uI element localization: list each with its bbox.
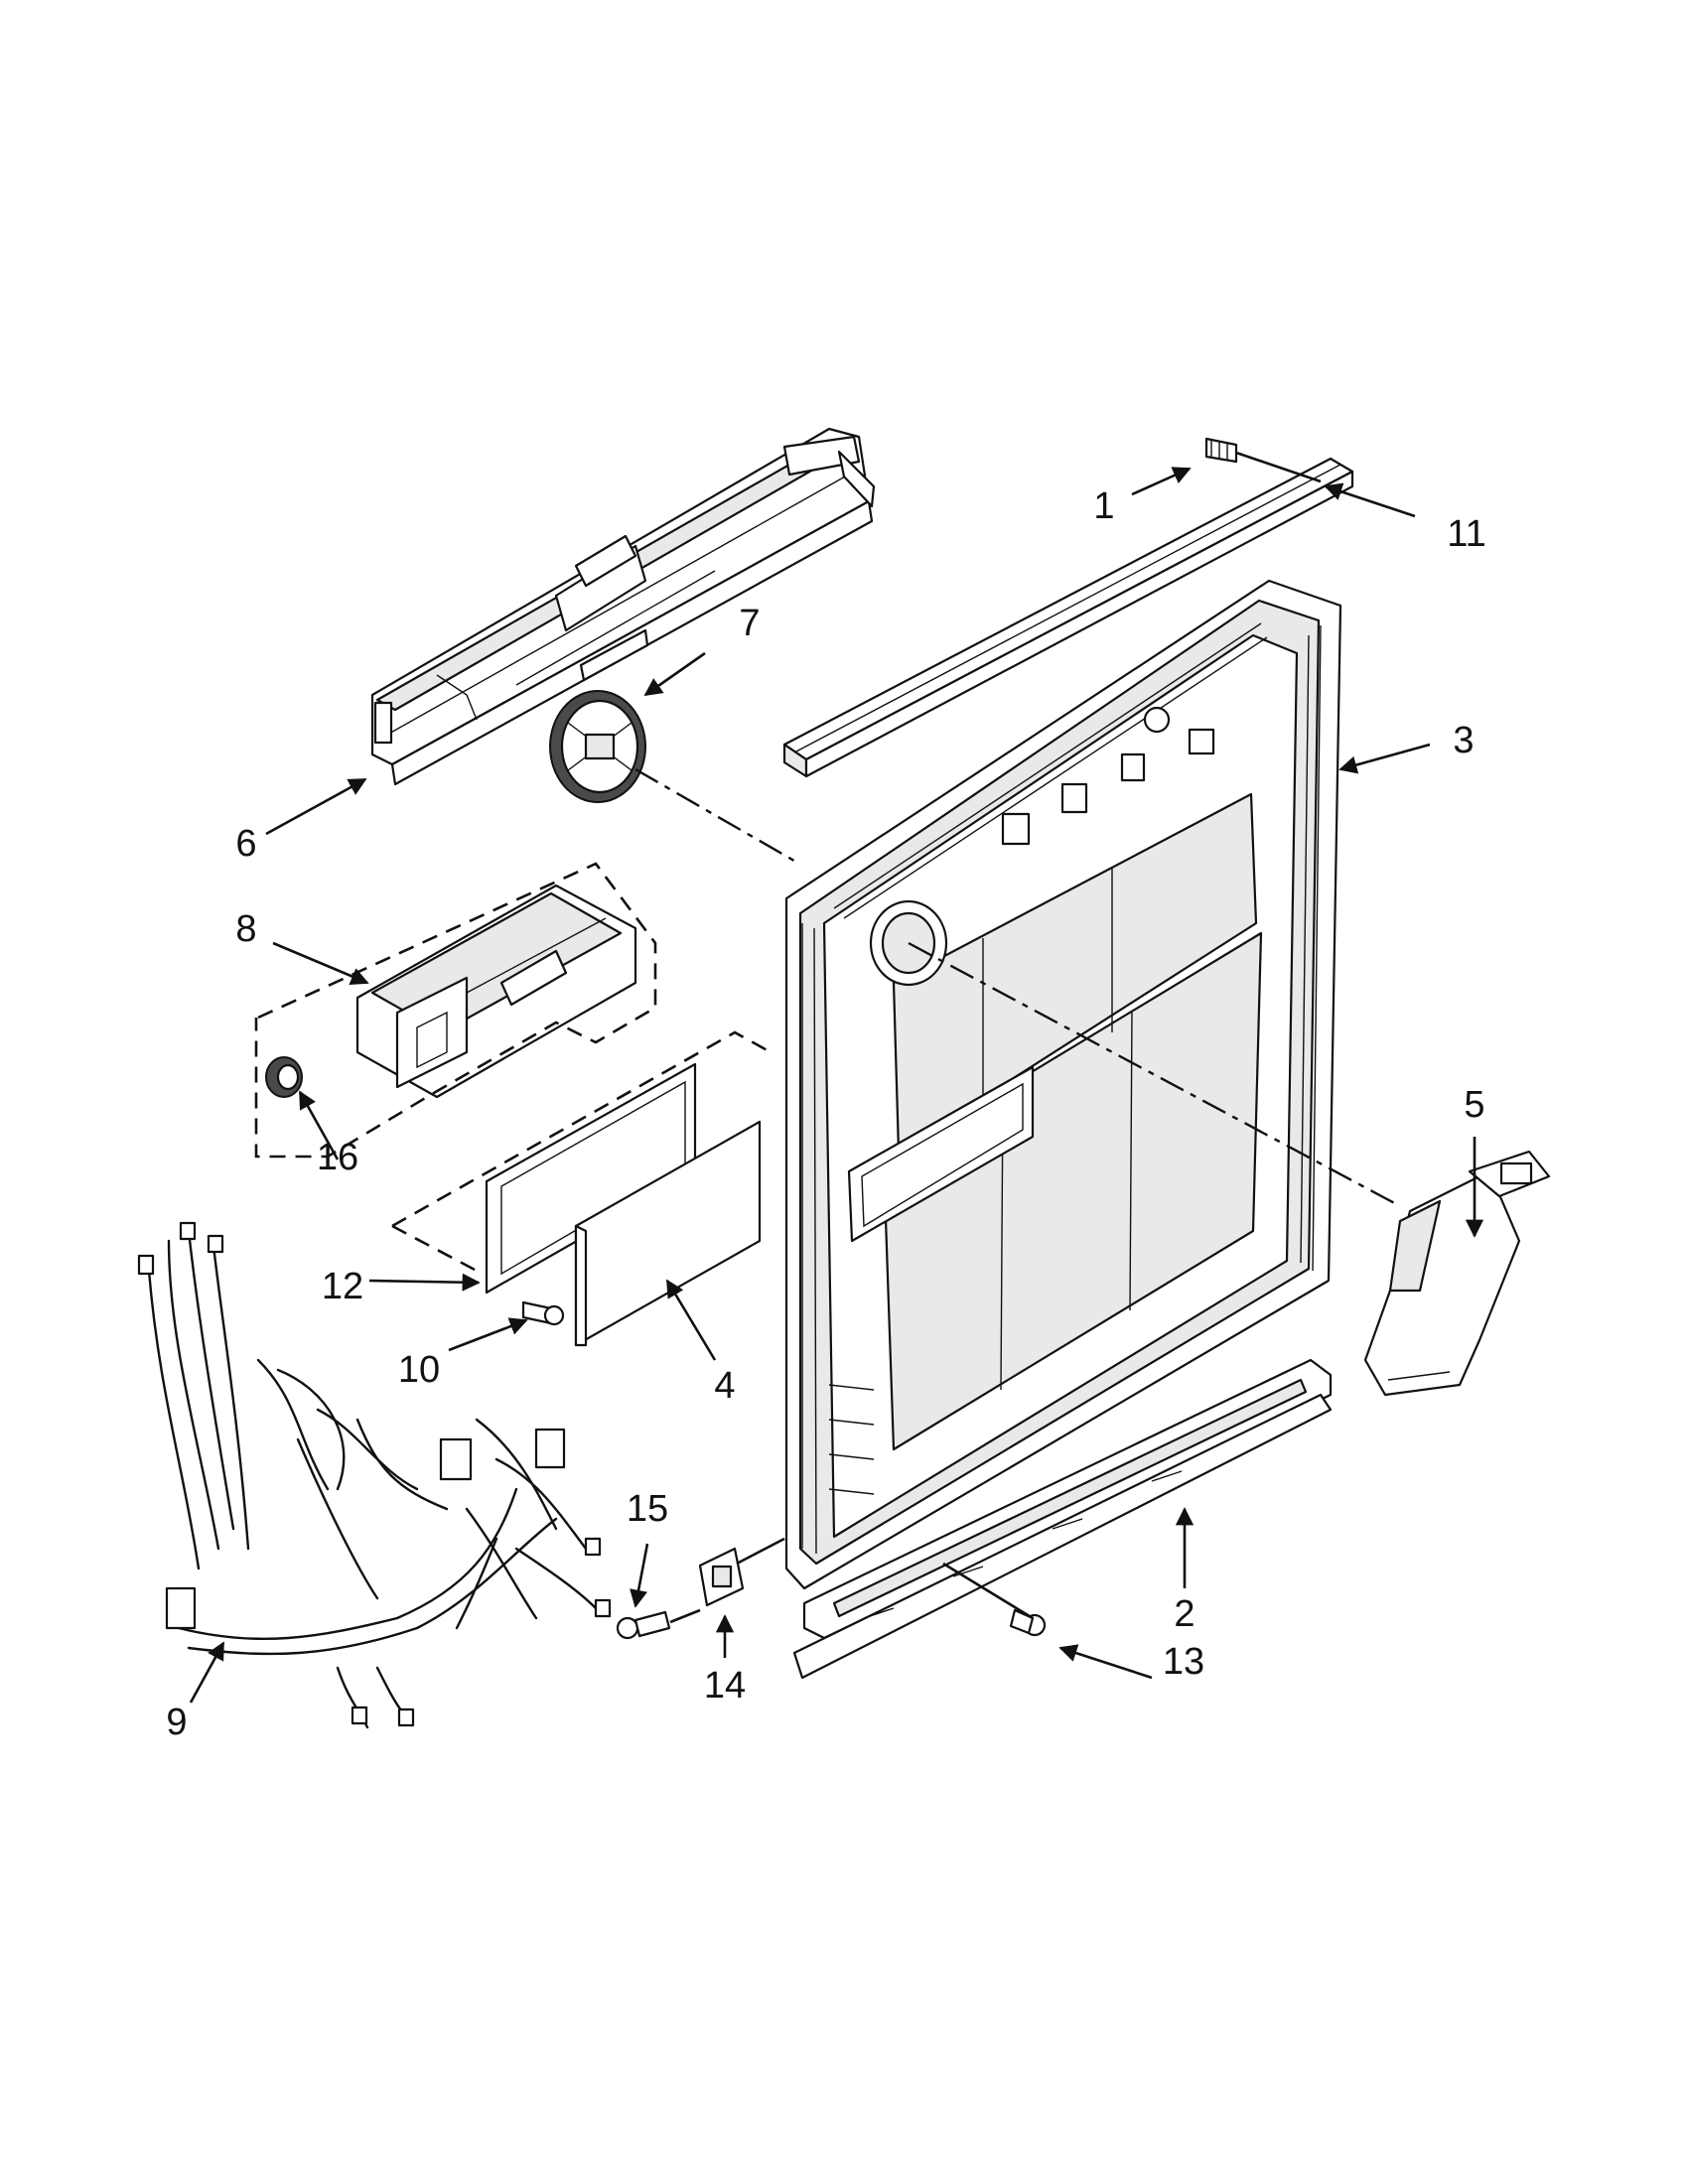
part-11-gasket-strip	[782, 457, 1354, 778]
callout-2: 2	[1174, 1593, 1195, 1635]
callout-16: 16	[317, 1137, 358, 1178]
callout-11: 11	[1447, 513, 1485, 555]
board-dashed-outline-lower	[391, 1224, 478, 1273]
part-7-vent-disc	[549, 690, 646, 803]
part-15-screw	[616, 1608, 701, 1640]
part-1-screw	[1204, 437, 1322, 483]
callout-10: 10	[398, 1349, 440, 1391]
callout-13: 13	[1163, 1641, 1204, 1683]
callout-8: 8	[235, 908, 256, 950]
part-16-knob	[265, 1056, 303, 1098]
callout-4: 4	[714, 1365, 735, 1407]
callout-1: 1	[1093, 485, 1114, 527]
part-3-inner-door	[784, 579, 1342, 1590]
leader-arrows	[189, 467, 1484, 1704]
part-2-bottom-trim	[792, 1358, 1333, 1680]
part-13-screw	[1009, 1608, 1047, 1637]
callout-7: 7	[739, 603, 760, 644]
callout-5: 5	[1464, 1084, 1484, 1126]
callout-12: 12	[322, 1266, 363, 1307]
alignment-line-14-to-3	[736, 1537, 785, 1566]
callout-15: 15	[627, 1488, 668, 1530]
part-9-wiring-harness	[137, 1221, 612, 1729]
part-5-vent-duct	[1363, 1150, 1551, 1397]
callout-9: 9	[166, 1702, 187, 1743]
alignment-line-7-to-3	[634, 767, 800, 866]
part-6-control-bracket	[370, 427, 876, 786]
board-dashed-outline	[391, 1030, 775, 1228]
part-10-screw	[521, 1300, 565, 1326]
callout-6: 6	[235, 823, 256, 865]
part-14-clip	[698, 1547, 745, 1607]
part-8-dispenser	[355, 884, 637, 1099]
callout-14: 14	[704, 1665, 746, 1706]
part-8-dashed-group-outline	[254, 862, 657, 1159]
callout-3: 3	[1453, 720, 1474, 761]
alignment-line-3-to-5	[908, 941, 1401, 1208]
alignment-line-13-to-2	[942, 1562, 1034, 1620]
part-4-control-board	[574, 1120, 762, 1347]
